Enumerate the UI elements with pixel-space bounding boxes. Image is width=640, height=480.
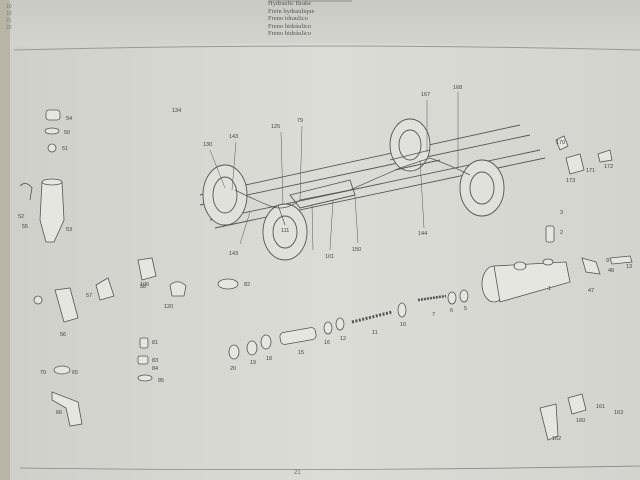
callout-82: 82 (244, 282, 250, 288)
page-heading: Hydraulic Brake Frein hydraulique Freno … (268, 0, 378, 38)
callout-83: 83 (152, 358, 158, 364)
callout-150: 150 (352, 247, 361, 253)
callout-167: 167 (421, 92, 430, 98)
callout-numbers: 54 50 51 53 52 55 56 57 58 134 130 143 1… (18, 85, 632, 442)
callout-101: 101 (325, 254, 334, 260)
callout-56: 56 (60, 332, 66, 338)
callout-120: 120 (164, 304, 173, 310)
callout-47: 47 (588, 288, 594, 294)
heading-line-es: Freno hidráulico (268, 22, 312, 30)
callout-143a: 143 (229, 134, 238, 140)
callout-10: 10 (400, 322, 406, 328)
heading-line-it: Freno idraulico (268, 15, 308, 22)
page-number: 21 (294, 470, 301, 476)
callout-168: 168 (453, 85, 462, 91)
callout-85: 85 (158, 378, 164, 384)
callout-2: 2 (560, 230, 563, 236)
paper-sheet (10, 43, 640, 480)
callout-57: 57 (86, 293, 92, 299)
callout-48: 48 (608, 268, 614, 274)
callout-54: 54 (66, 116, 72, 122)
heading-line-fr: Frein hydraulique (268, 7, 315, 15)
callout-70: 70 (40, 370, 46, 376)
callout-106: 106 (140, 282, 149, 288)
callout-130: 130 (203, 142, 212, 148)
callout-1: 1 (548, 286, 551, 292)
callout-160: 160 (576, 418, 585, 424)
callout-84: 84 (152, 366, 158, 372)
callout-19: 19 (250, 360, 256, 366)
callout-53: 53 (66, 227, 72, 233)
callout-162: 162 (552, 436, 561, 442)
callout-173: 173 (566, 178, 575, 184)
callout-18: 18 (266, 356, 272, 362)
callout-13: 13 (626, 264, 632, 270)
callout-171: 171 (586, 168, 595, 174)
callout-16: 16 (324, 340, 330, 346)
side-margin-marks: 10 19 21 29 (6, 4, 12, 31)
bottom-rule (19, 465, 640, 470)
callout-81: 81 (152, 340, 158, 346)
callout-50: 50 (64, 130, 70, 136)
callout-66: 66 (56, 410, 62, 416)
page-curl-edge (13, 45, 640, 51)
callout-11: 11 (372, 330, 378, 336)
callout-144: 144 (418, 231, 427, 237)
callout-65: 65 (72, 370, 78, 376)
callout-125: 125 (271, 124, 280, 130)
callout-5: 5 (464, 306, 467, 312)
chassis-illustration (199, 92, 546, 261)
master-cylinder-assembly (137, 135, 633, 441)
callout-134: 134 (172, 108, 181, 114)
upper-page-area (10, 0, 640, 50)
bracket-parts (33, 257, 239, 427)
callout-170: 170 (556, 140, 565, 146)
callout-163: 163 (614, 410, 623, 416)
heading-line-en: Hydraulic Brake (268, 0, 312, 7)
callout-15: 15 (298, 350, 304, 356)
callout-79: 79 (297, 118, 303, 124)
callout-55: 55 (22, 224, 28, 230)
callout-143b: 143 (229, 251, 238, 257)
callout-58: 58 (140, 284, 146, 290)
callout-52: 52 (18, 214, 24, 220)
heading-line-pt: Freno hidráulico (268, 30, 312, 37)
callout-172: 172 (604, 164, 613, 170)
callout-161: 161 (596, 404, 605, 410)
callout-9: 9 (606, 258, 609, 264)
callout-111: 111 (281, 228, 289, 234)
reservoir-parts (19, 109, 65, 243)
callout-3: 3 (560, 210, 563, 216)
callout-51: 51 (62, 146, 68, 152)
callout-6: 6 (450, 308, 453, 314)
callout-12: 12 (340, 336, 346, 342)
callout-20: 20 (230, 366, 236, 372)
callout-7: 7 (432, 312, 435, 318)
